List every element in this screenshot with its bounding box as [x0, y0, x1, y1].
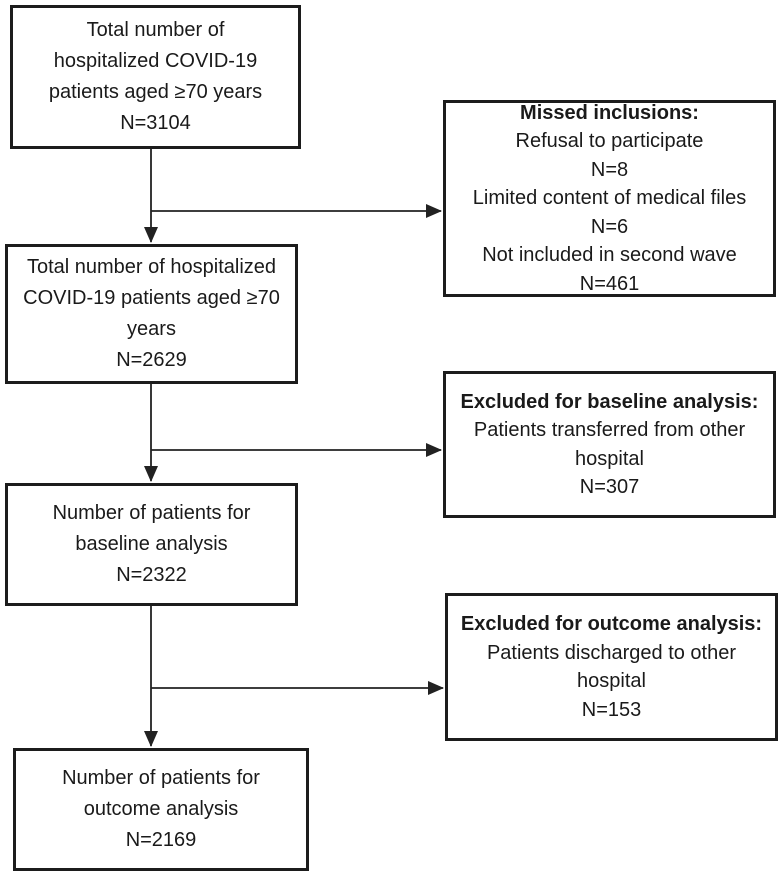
box-count: N=461: [579, 272, 640, 295]
box-line: hospital: [577, 670, 646, 692]
box-line: COVID-19 patients aged ≥70: [23, 287, 280, 309]
box-line: Number of patients for: [52, 502, 251, 524]
box-excluded-baseline: Excluded for baseline analysis: Patients…: [443, 371, 776, 518]
box-outcome-analysis-n2169: Number of patients for outcome analysis …: [13, 748, 309, 871]
box-line: Limited content of medical files: [472, 187, 747, 210]
box-count: N=2169: [125, 829, 197, 851]
box-count: N=3104: [120, 112, 191, 134]
box-count: N=307: [579, 476, 640, 498]
box-line: hospital: [575, 447, 644, 470]
box-line: Patients transferred from other: [473, 419, 746, 441]
box-header: Excluded for baseline analysis:: [460, 390, 759, 413]
box-line: outcome analysis: [83, 798, 239, 820]
box-line: Patients discharged to other: [486, 641, 737, 664]
box-count: N=8: [590, 158, 629, 181]
box-line: hospitalized COVID-19: [53, 50, 258, 72]
box-baseline-analysis-n2322: Number of patients for baseline analysis…: [5, 483, 298, 606]
box-count: N=6: [590, 215, 629, 238]
box-count: N=153: [581, 698, 642, 721]
box-line: Total number of hospitalized: [26, 256, 277, 278]
box-line: Not included in second wave: [482, 244, 737, 267]
box-excluded-outcome: Excluded for outcome analysis: Patients …: [445, 593, 778, 741]
box-line: Total number of: [86, 19, 225, 41]
box-line: patients aged ≥70 years: [48, 81, 263, 103]
box-missed-inclusions: Missed inclusions: Refusal to participat…: [443, 100, 776, 297]
box-header: Missed inclusions:: [520, 101, 699, 124]
box-total-hospitalized-n2629: Total number of hospitalized COVID-19 pa…: [5, 244, 298, 384]
box-count: N=2629: [116, 349, 187, 371]
box-line: Number of patients for: [62, 767, 260, 789]
box-header: Excluded for outcome analysis:: [460, 613, 763, 635]
box-total-hospitalized-n3104: Total number of hospitalized COVID-19 pa…: [10, 5, 301, 149]
box-line: Refusal to participate: [515, 130, 704, 153]
box-count: N=2322: [116, 564, 187, 586]
box-line: years: [127, 318, 176, 340]
box-line: baseline analysis: [75, 533, 228, 555]
